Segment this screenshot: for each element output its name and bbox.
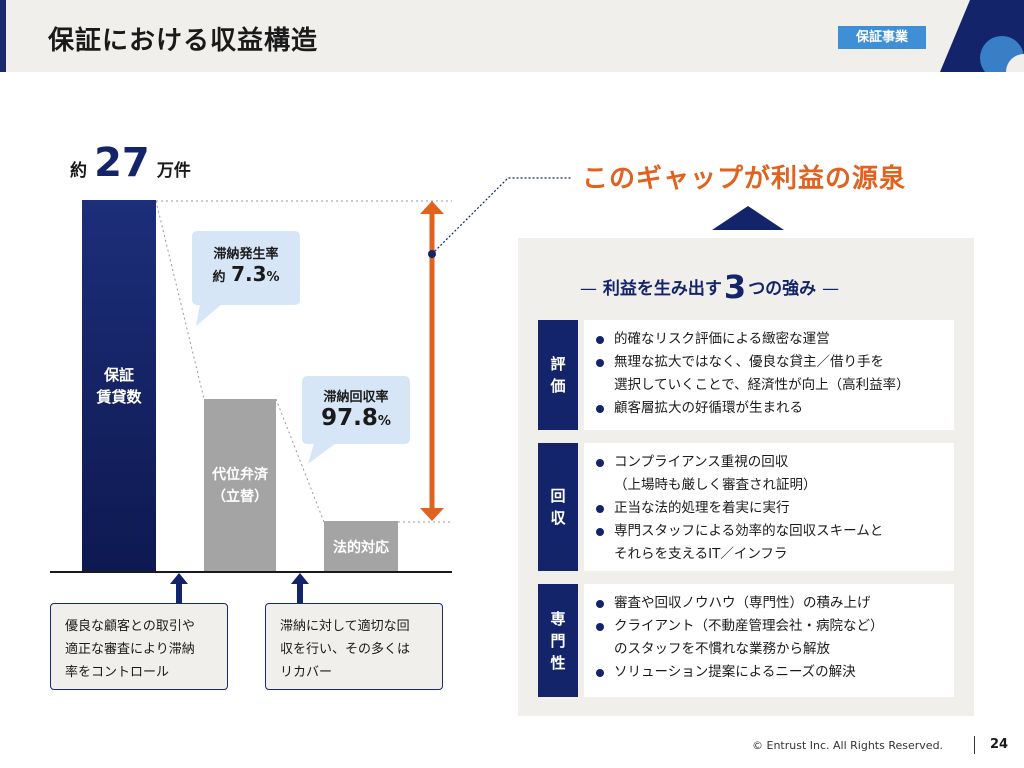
corner-decoration [940, 0, 1024, 72]
list-item-text: クライアント（不動産管理会社・病院など） [614, 618, 884, 634]
list-item-text: （上場時も厳しく審査され証明） [614, 477, 817, 493]
row-label-char: 性 [550, 653, 566, 672]
callout-unit: % [377, 414, 391, 429]
callout-prefix: 約 [212, 270, 226, 285]
callout-delinquency-rate: 滞納発生率 約 7.3% [192, 231, 300, 305]
list-item-text: それらを支えるIT／インフラ [614, 546, 788, 562]
row-label-char: 評 [550, 355, 566, 373]
strength-row-expertise: 専 門 性 審査や回収ノウハウ（専門性）の積み上げ クライアント（不動産管理会社… [538, 584, 954, 697]
list-item-text: のスタッフを不慣れな業務から解放 [614, 641, 830, 657]
callout-unit: % [266, 270, 280, 285]
bar-mid-label-2: （立替） [212, 488, 268, 505]
row-label: 専 門 性 [538, 584, 578, 697]
row-content: 的確なリスク評価による緻密な運営 無理な拡大ではなく、優良な貸主／借り手を選択し… [584, 320, 954, 430]
arrow-up-icon [170, 573, 188, 603]
row-label: 回 収 [538, 443, 578, 571]
list-item-text: 専門スタッフによる効率的な回収スキームと [614, 523, 884, 539]
title-dash: — [822, 279, 840, 299]
list-item-text: 選択していくことで、経済性が向上（高利益率） [614, 377, 910, 393]
row-label-char: 門 [550, 631, 566, 650]
triangle-pointer [712, 206, 784, 230]
bar-low-label: 法的対応 [333, 539, 389, 556]
title-dash: — [580, 279, 597, 299]
list-item: 専門スタッフによる効率的な回収スキームとそれらを支えるIT／インフラ [594, 520, 944, 566]
title-number: 3 [723, 268, 747, 306]
footer-divider [974, 736, 975, 754]
gap-headline: このギャップが利益の源泉 [582, 164, 907, 194]
list-item-text: 的確なリスク評価による緻密な運営 [614, 331, 830, 347]
callout-label: 滞納発生率 [213, 247, 279, 262]
bar-mid-label-1: 代位弁済 [212, 466, 268, 483]
section-tag: 保証事業 [838, 26, 926, 49]
list-item-text: 顧客層拡大の好循環が生まれる [614, 400, 803, 416]
chart-baseline [50, 571, 452, 573]
page-title: 保証における収益構造 [48, 26, 319, 56]
list-item-text: コンプライアンス重視の回収 [614, 454, 789, 470]
row-content: コンプライアンス重視の回収 （上場時も厳しく審査され証明） 正当な法的処理を着実に… [584, 443, 954, 571]
title-post: つの強み [748, 279, 817, 299]
list-item: 審査や回収ノウハウ（専門性）の積み上げ [594, 592, 944, 615]
list-item: 顧客層拡大の好循環が生まれる [594, 397, 944, 420]
note-recovery: 滞納に対して適切な回 収を行い、その多くは リカバー [265, 603, 443, 690]
row-content: 審査や回収ノウハウ（専門性）の積み上げ クライアント（不動産管理会社・病院など）… [584, 584, 954, 697]
list-item-text: ソリューション提案によるニーズの解決 [614, 664, 856, 680]
list-item: 的確なリスク評価による緻密な運営 [594, 328, 944, 351]
bar-guarantee-count: 保証 賃貸数 [82, 200, 156, 572]
callout-value: 97.8 [321, 405, 378, 431]
arrow-up-icon [291, 573, 309, 603]
list-item: 正当な法的処理を着実に実行 [594, 497, 944, 520]
row-label-char: 専 [550, 609, 566, 628]
callout-value: 7.3 [231, 262, 267, 286]
copyright: © Entrust Inc. All Rights Reserved. [752, 739, 944, 752]
note-line: 優良な顧客との取引や [65, 619, 195, 634]
page-number: 24 [990, 737, 1009, 752]
note-line: 収を行い、その多くは [280, 642, 411, 657]
note-customer-control: 優良な顧客との取引や 適正な審査により滞納 率をコントロール [50, 603, 228, 690]
list-item-text: 無理な拡大ではなく、優良な貸主／借り手を [614, 354, 884, 370]
row-label-char: 収 [550, 509, 566, 527]
row-label-char: 価 [550, 377, 566, 395]
bar-legal-action: 法的対応 [324, 521, 398, 572]
row-label: 評 価 [538, 320, 578, 430]
bar-subrogation: 代位弁済 （立替） [204, 399, 276, 572]
list-item: ソリューション提案によるニーズの解決 [594, 661, 944, 684]
note-line: 適正な審査により滞納 [65, 642, 195, 657]
strength-row-collection: 回 収 コンプライアンス重視の回収 （上場時も厳しく審査され証明） 正当な法的処理… [538, 443, 954, 571]
note-line: リカバー [280, 665, 333, 680]
list-item: 無理な拡大ではなく、優良な貸主／借り手を選択していくことで、経済性が向上（高利益… [594, 351, 944, 397]
strength-row-evaluation: 評 価 的確なリスク評価による緻密な運営 無理な拡大ではなく、優良な貸主／借り手… [538, 320, 954, 430]
list-item: コンプライアンス重視の回収 （上場時も厳しく審査され証明） [594, 451, 944, 497]
amount-prefix: 約 [70, 161, 87, 181]
note-line: 率をコントロール [65, 665, 170, 680]
bar-main-label-1: 保証 [103, 366, 134, 384]
note-line: 滞納に対して適切な回 [280, 619, 410, 634]
row-label-char: 回 [550, 487, 566, 505]
amount-unit: 万件 [156, 161, 191, 181]
list-item: クライアント（不動産管理会社・病院など） のスタッフを不慣れな業務から解放 [594, 615, 944, 661]
header-accent [0, 0, 6, 72]
total-amount: 約 27 万件 [70, 140, 191, 186]
callout-recovery-rate: 滞納回収率 97.8% [302, 376, 410, 444]
list-item-text: 審査や回収ノウハウ（専門性）の積み上げ [614, 595, 871, 611]
callout-label: 滞納回収率 [323, 390, 389, 405]
list-item-text: 正当な法的処理を着実に実行 [614, 500, 790, 516]
bar-main-label-2: 賃貸数 [96, 388, 142, 406]
title-pre: 利益を生み出す [602, 279, 722, 299]
amount-value: 27 [94, 140, 150, 186]
